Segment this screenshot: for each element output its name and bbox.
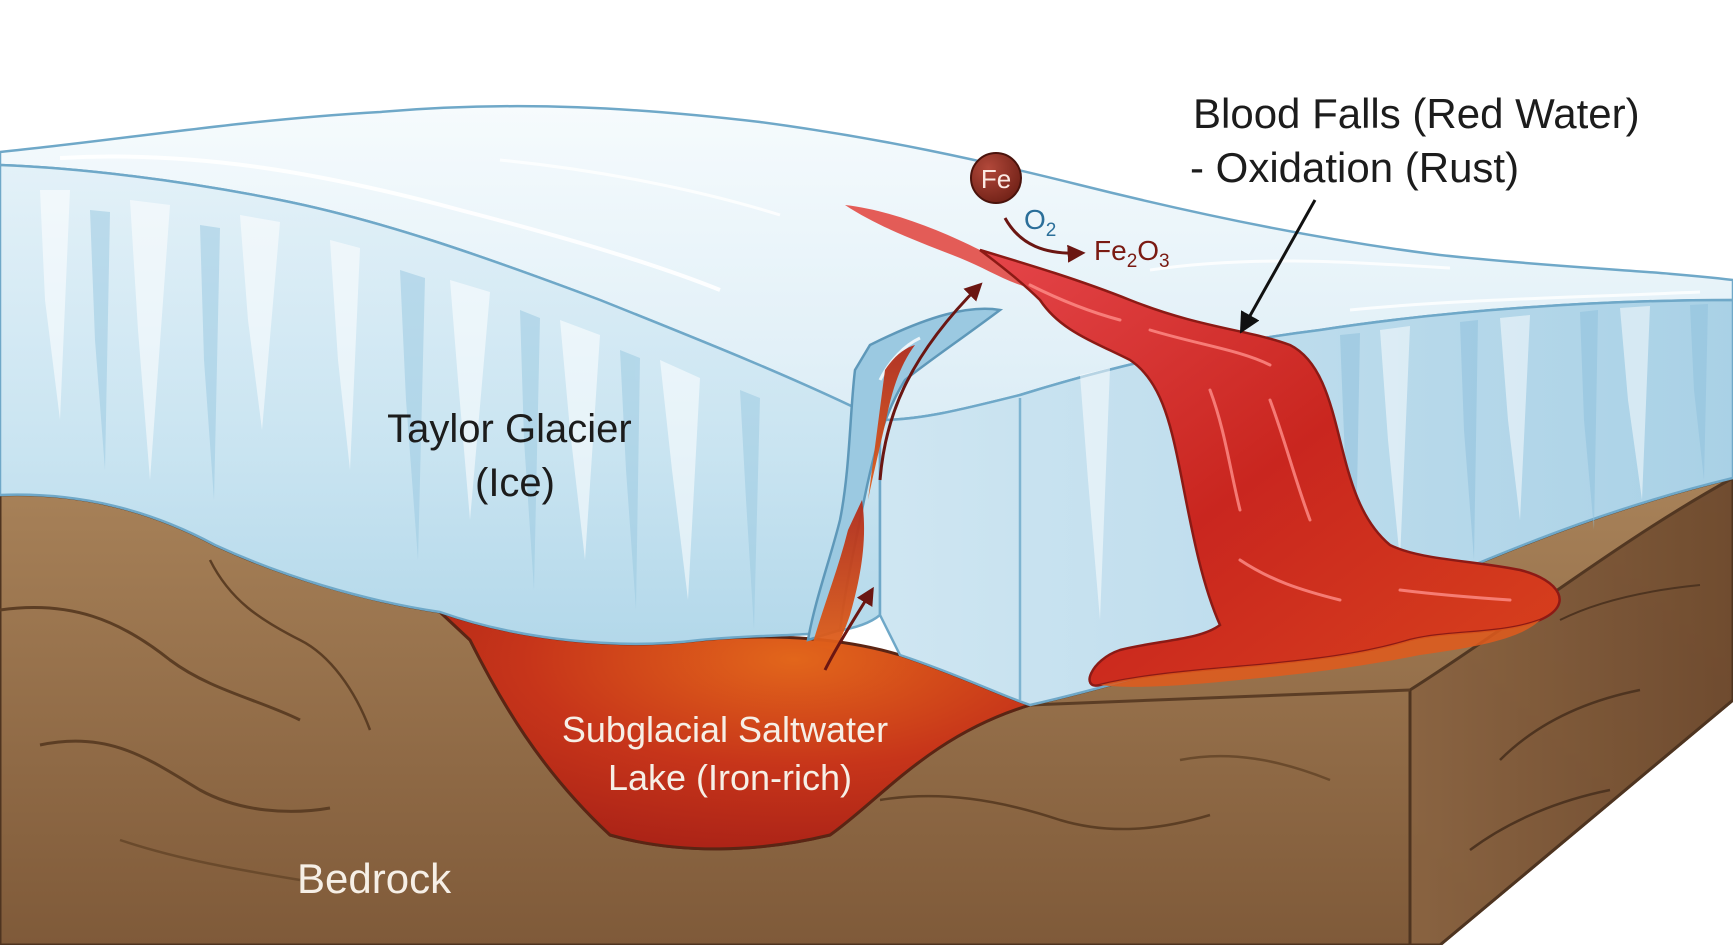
glacier-label: Taylor Glacier (Ice) <box>387 407 643 505</box>
oxide-o-symbol: O <box>1137 235 1159 266</box>
blood-falls-flow <box>845 205 1561 687</box>
crevasse <box>806 307 1004 650</box>
falls-label-line2: - Oxidation (Rust) <box>1190 144 1519 191</box>
svg-text:O2: O2 <box>1024 204 1056 241</box>
oxygen-symbol: O <box>1024 204 1046 235</box>
brine-rise-arrow-upper <box>878 282 983 481</box>
falls-leader-arrow <box>1239 199 1317 334</box>
iron-atom-icon <box>970 152 1022 204</box>
glacier-label-line1: Taylor Glacier <box>387 407 632 451</box>
falls-label: Blood Falls (Red Water) - Oxidation (Rus… <box>1190 90 1651 191</box>
lake-label-line1: Subglacial Saltwater <box>562 709 888 750</box>
svg-text:Fe2O3: Fe2O3 <box>1094 235 1170 272</box>
glacier-label-line2: (Ice) <box>475 461 555 505</box>
oxidation-reaction: Fe O2 Fe2O3 <box>970 152 1170 272</box>
oxide-fe-symbol: Fe <box>1094 235 1127 266</box>
oxide-o-subscript: 3 <box>1159 251 1170 272</box>
bedrock-label: Bedrock <box>297 855 452 902</box>
brine-rise-arrow <box>823 586 874 671</box>
oxide-fe-subscript: 2 <box>1127 251 1138 272</box>
oxidation-arrow <box>1003 217 1086 263</box>
oxygen-subscript: 2 <box>1046 220 1057 241</box>
lake-label: Subglacial Saltwater Lake (Iron-rich) <box>562 709 898 798</box>
iron-symbol: Fe <box>981 164 1011 194</box>
falls-label-line1: Blood Falls (Red Water) <box>1193 90 1640 137</box>
lake-label-line2: Lake (Iron-rich) <box>608 757 852 798</box>
